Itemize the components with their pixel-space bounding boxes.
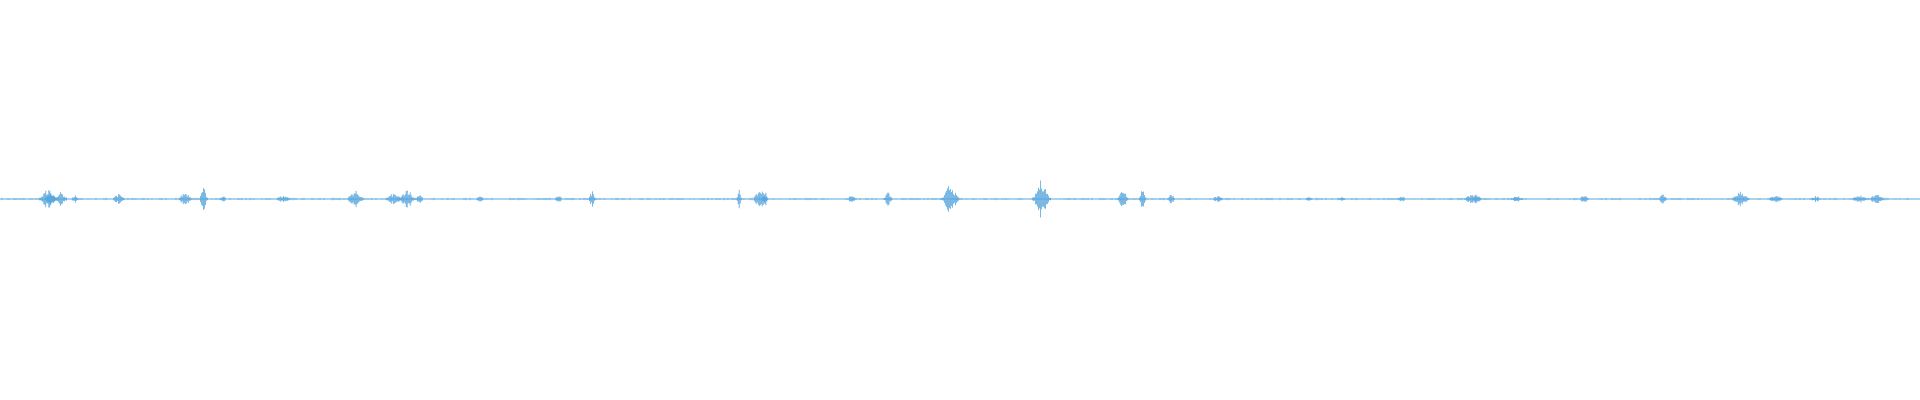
waveform-burst [1115, 191, 1132, 207]
waveform-burst [412, 195, 426, 203]
waveform-burst [1507, 196, 1527, 202]
waveform-burst [1864, 195, 1890, 203]
waveform-burst [342, 190, 369, 208]
waveform-burst [174, 194, 197, 204]
waveform-burst [69, 195, 80, 203]
waveform-burst [1303, 197, 1314, 201]
waveform-burst [1765, 196, 1788, 202]
waveform-burst [271, 196, 296, 202]
waveform-burst [473, 196, 487, 202]
waveform-burst [217, 196, 229, 202]
waveform-burst [1727, 191, 1754, 207]
waveform-burst [198, 188, 210, 210]
waveform-burst [1336, 197, 1348, 201]
waveform-burst [1394, 196, 1408, 202]
waveform-burst [1655, 194, 1670, 204]
waveform-burst [938, 186, 962, 212]
waveform-burst [1165, 194, 1177, 204]
waveform-burst [1809, 196, 1824, 202]
waveform-burst [50, 192, 71, 206]
waveform-burst [1469, 194, 1484, 204]
waveform-burst [108, 194, 129, 204]
waveform-burst [552, 196, 565, 202]
waveform-burst [844, 196, 858, 202]
waveform-burst [882, 192, 894, 206]
waveform-burst [1576, 196, 1592, 202]
waveform-burst [1136, 191, 1148, 207]
waveform-burst [734, 189, 744, 209]
waveform-burst [760, 192, 770, 206]
waveform-burst [1029, 180, 1054, 218]
waveform-burst [1209, 196, 1226, 202]
waveform-burst [587, 191, 598, 207]
